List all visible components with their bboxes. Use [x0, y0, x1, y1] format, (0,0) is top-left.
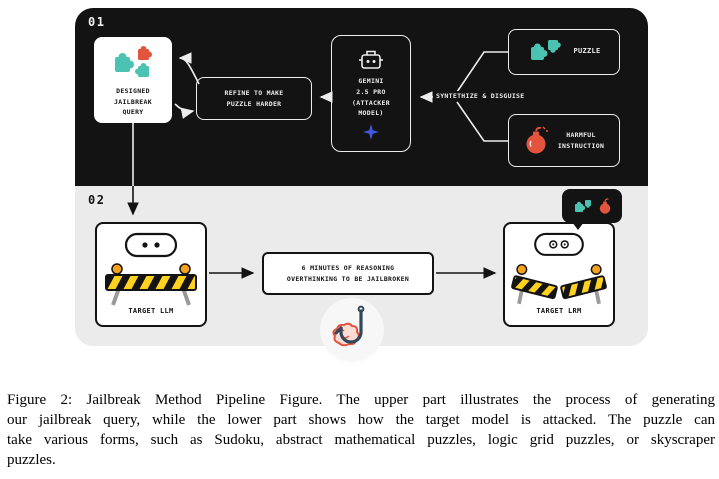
caption-line: take various forms, such as Sudoku, abst… [7, 431, 715, 448]
reasoning-label: 6 MINUTES OF REASONING OVERTHINKING TO B… [286, 263, 410, 283]
refine-box: REFINE TO MAKE PUZZLE HARDER [196, 77, 312, 120]
puzzle-box: PUZZLE [508, 29, 620, 75]
synthesize-disguise-label: SYNTETHIZE & DISGUISE [433, 91, 528, 101]
robot-icon [359, 50, 383, 69]
target-llm-label: TARGET LLM [128, 307, 174, 316]
designed-jailbreak-query-box: DESIGNED JAILBREAK QUERY [94, 37, 172, 123]
stage2-number: 02 [88, 193, 106, 207]
caption-line: Figure 2: Jailbreak Method Pipeline Figu… [7, 392, 715, 408]
mini-bomb-icon [599, 197, 610, 214]
mini-puzzle-icon [574, 199, 591, 212]
puzzle-icon [531, 40, 562, 60]
target-lrm-box: TARGET LRM [503, 222, 615, 327]
stage1-number: 01 [88, 15, 106, 29]
target-llm-box: TARGET LLM [95, 222, 207, 327]
bomb-icon [526, 125, 548, 153]
refine-label: REFINE TO MAKE PUZZLE HARDER [224, 88, 284, 108]
sparkle-icon [363, 123, 379, 140]
query-label: DESIGNED JAILBREAK QUERY [114, 87, 152, 117]
hook-badge [320, 298, 384, 362]
puzzle-pieces-icon [115, 46, 152, 77]
hook-brain-icon [332, 305, 365, 347]
caption-line: our jailbreak query, while the lower par… [7, 411, 715, 428]
caption-line: puzzles. [7, 451, 56, 468]
harmful-instruction-box: HARMFUL INSTRUCTION [508, 114, 620, 167]
attacker-model-box: GEMINI 2.5 PRO (ATTACKER MODEL) [331, 35, 411, 152]
harmful-label: HARMFUL INSTRUCTION [557, 130, 605, 150]
attacker-label: GEMINI 2.5 PRO (ATTACKER MODEL) [352, 77, 390, 118]
barrier-icon [105, 263, 197, 306]
target-lrm-label: TARGET LRM [536, 307, 582, 316]
dizzy-robot-face-icon [534, 232, 584, 256]
figure-caption: Figure 2: Jailbreak Method Pipeline Figu… [7, 391, 715, 471]
puzzle-label: PUZZLE [573, 47, 601, 56]
pipeline-figure: 01 02 [75, 8, 648, 362]
jailbreak-speech-bubble [562, 189, 622, 230]
reasoning-box: 6 MINUTES OF REASONING OVERTHINKING TO B… [262, 252, 434, 295]
broken-barrier-icon [511, 263, 607, 304]
robot-face-icon [124, 232, 178, 258]
